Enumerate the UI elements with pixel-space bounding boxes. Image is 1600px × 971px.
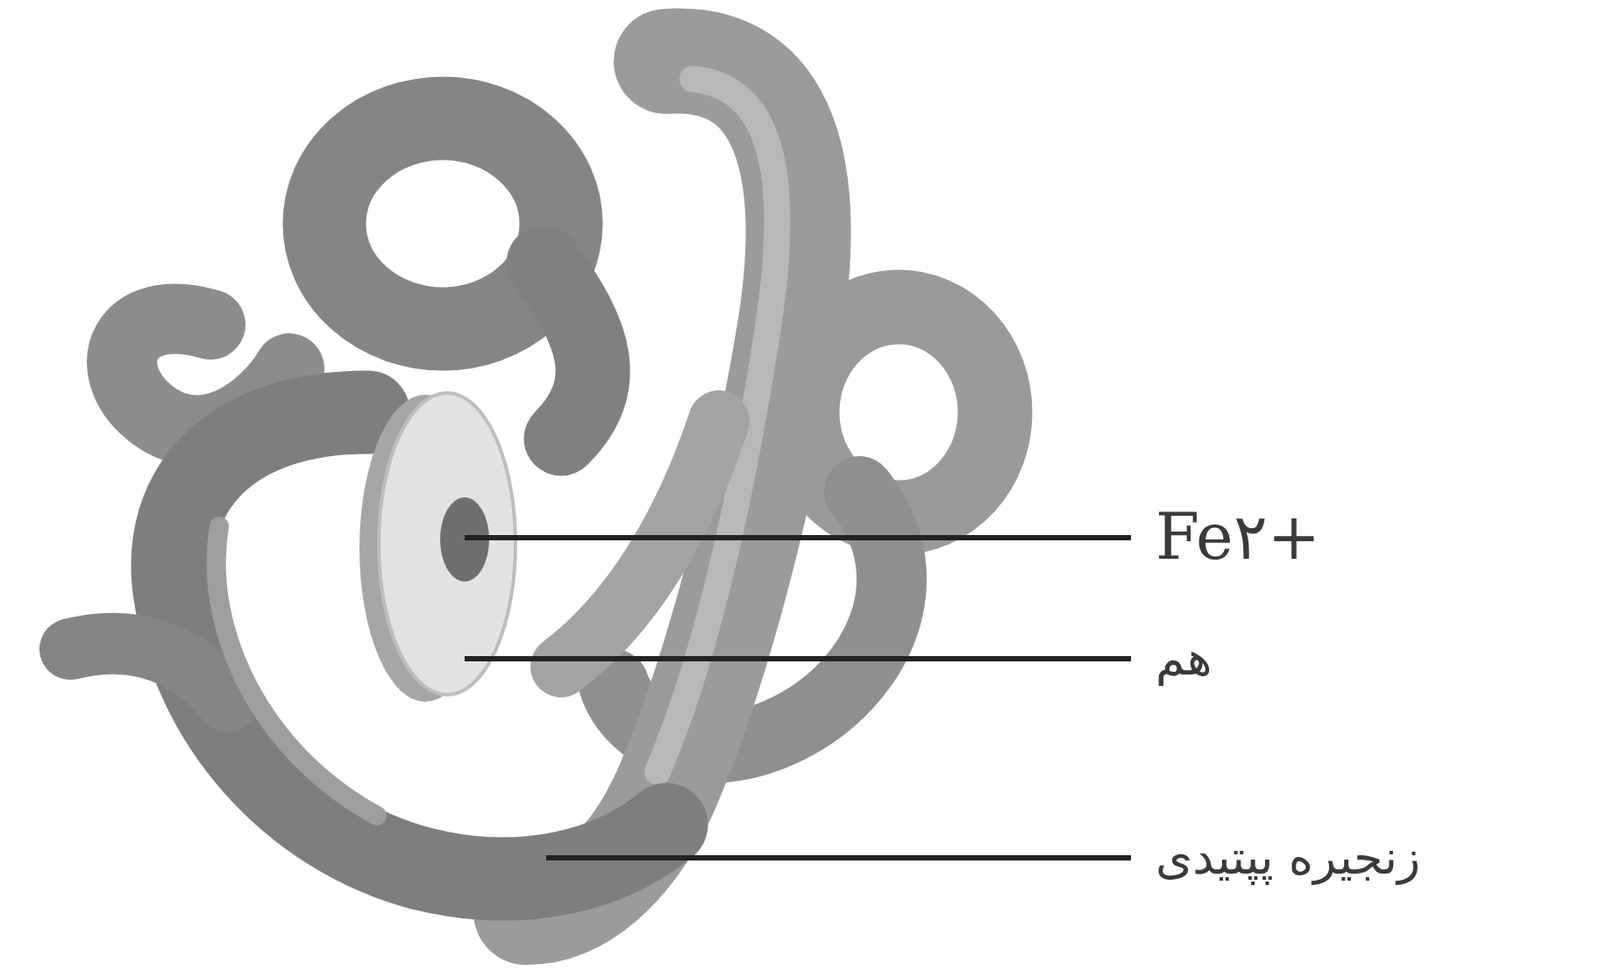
leader-line	[464, 655, 1131, 662]
peptide-coil	[70, 643, 228, 702]
peptide-highlight	[216, 526, 377, 816]
part-label: هم	[1155, 632, 1212, 684]
part-label: زنجیره پپتیدی	[1155, 831, 1421, 883]
leader-line	[546, 854, 1131, 861]
heme-disc	[378, 392, 516, 695]
leader-line	[464, 534, 1131, 541]
peptide-coil	[543, 263, 593, 439]
peptide-coil	[561, 420, 719, 667]
ion-label: Fe۲+	[1155, 502, 1321, 572]
